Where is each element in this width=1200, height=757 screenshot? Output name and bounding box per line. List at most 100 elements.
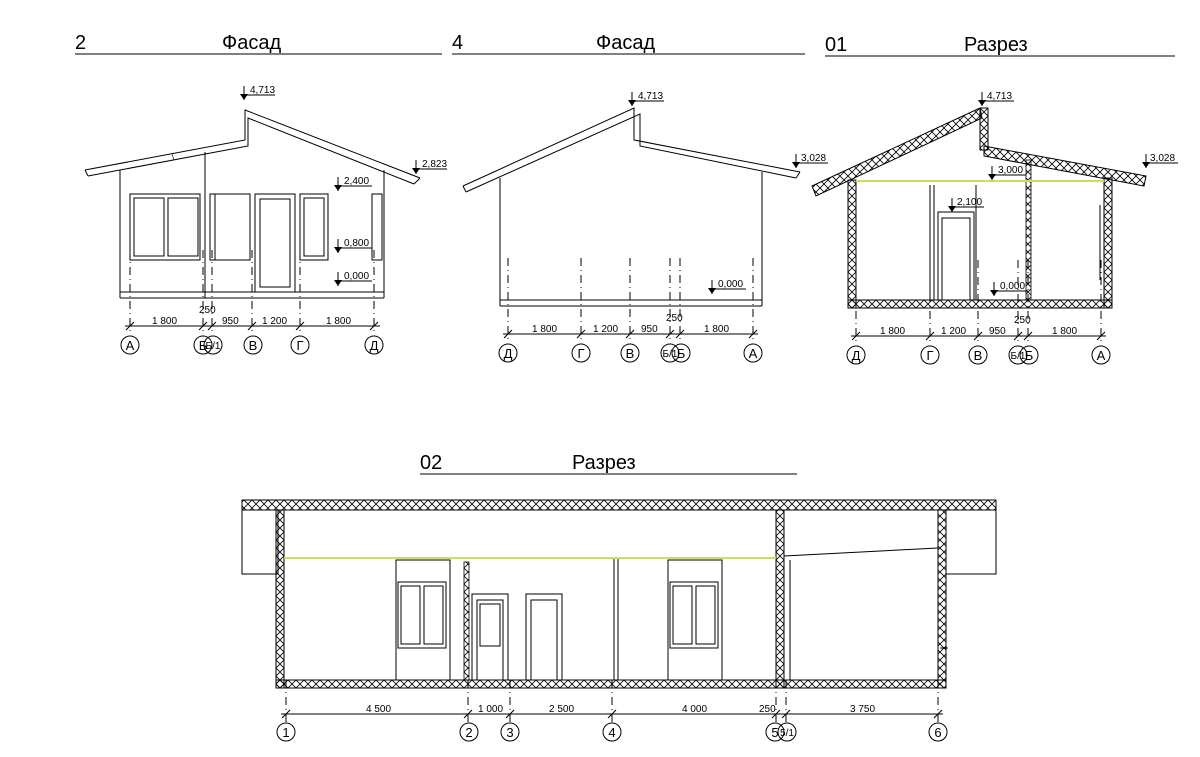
elevation-label: 4,713	[250, 85, 275, 96]
axis-label: 1	[282, 725, 289, 740]
axis-bubble	[364, 335, 384, 355]
roof-section	[811, 107, 1147, 197]
elevation-marks: 4,713 2,823 2,400 0,800 0,000	[240, 85, 447, 286]
axis-label: Б	[1025, 348, 1034, 363]
view-facade-2: 2 Фасад	[75, 32, 447, 355]
roof	[84, 109, 421, 185]
axis-label: Д	[852, 348, 861, 363]
dim-label: 3 750	[850, 704, 875, 715]
dim-label: 1 200	[593, 324, 618, 335]
axis-label: Б/1	[1011, 351, 1026, 362]
axis-label: 6	[934, 725, 941, 740]
window-left	[395, 559, 451, 681]
window-right	[667, 559, 723, 681]
dim-label: 250	[759, 704, 776, 715]
walls-section	[847, 159, 1113, 309]
elevation-label: 3,000	[998, 165, 1023, 176]
elevation-marks: 4,713 3,028 0,000	[628, 91, 828, 294]
door	[254, 193, 296, 293]
view-facade-4: 4 Фасад 4,713 3,028 0,000	[452, 32, 828, 363]
axis-bubbles: 1 2 3 4 5 5/1 6	[276, 722, 948, 742]
view-title: Разрез	[964, 34, 1028, 56]
dim-label: 950	[222, 316, 239, 327]
axis-bubbles: А Б Б/1 В Г Д	[120, 335, 384, 355]
dimension-line: 1 800 1 200 950 250 1 800	[503, 313, 758, 339]
elevation-marks: 4,713 3,028 3,000 2,100 0,000	[948, 91, 1178, 296]
axis-lines	[285, 680, 939, 724]
axis-label: А	[1097, 348, 1106, 363]
axis-label: Б	[677, 346, 686, 361]
view-number: 01	[825, 34, 847, 56]
walls-section	[275, 509, 948, 689]
axis-bubbles: Д Г В Б/1 Б А	[498, 343, 763, 363]
axis-bubble	[193, 335, 213, 355]
dim-label: 1 800	[880, 326, 905, 337]
axis-label: Б/1	[206, 341, 221, 352]
axis-label: В	[249, 338, 258, 353]
view-title: Фасад	[596, 32, 655, 54]
dim-label: 1 800	[704, 324, 729, 335]
view-number: 2	[75, 32, 86, 54]
view-title: Разрез	[572, 452, 636, 474]
axis-label: Г	[296, 338, 303, 353]
dim-label: 950	[641, 324, 658, 335]
axis-label: Г	[926, 348, 933, 363]
elevation-label: 4,713	[638, 91, 663, 102]
dim-label: 1 800	[326, 316, 351, 327]
walls	[499, 172, 763, 307]
dim-label: 250	[199, 305, 216, 316]
axis-label: 3	[506, 725, 513, 740]
elevation-label: 2,100	[957, 197, 982, 208]
view-number: 02	[420, 452, 442, 474]
view-number: 4	[452, 32, 463, 54]
elevation-label: 3,028	[801, 153, 826, 164]
axis-label: 4	[608, 725, 615, 740]
elevation-label: 2,400	[344, 176, 369, 187]
dim-label: 1 200	[941, 326, 966, 337]
axis-label: 2	[465, 725, 472, 740]
dimension-line: 1 800 250 950 1 200 1 800	[125, 305, 380, 331]
roof-slab	[241, 499, 997, 575]
axis-label: Г	[577, 346, 584, 361]
elevation-label: 2,823	[422, 159, 447, 170]
dim-label: 1 800	[152, 316, 177, 327]
view-title: Фасад	[222, 32, 281, 54]
axis-bubble	[120, 335, 140, 355]
window-left	[129, 193, 201, 261]
axis-label: 5/1	[780, 728, 794, 739]
axis-lines	[855, 260, 1102, 344]
window-right	[299, 193, 383, 261]
dim-label: 1 200	[262, 316, 287, 327]
window-mid	[209, 193, 251, 261]
view-section-02: 02 Разрез	[241, 452, 997, 742]
dim-label: 4 000	[682, 704, 707, 715]
dim-label: 4 500	[366, 704, 391, 715]
axis-label: Б/1	[663, 349, 678, 360]
elevation-label: 4,713	[987, 91, 1012, 102]
axis-lines	[507, 258, 754, 342]
elevation-label: 3,028	[1150, 153, 1175, 164]
axis-bubble	[290, 335, 310, 355]
dim-label: 1 800	[1052, 326, 1077, 337]
door-section	[937, 211, 975, 301]
dim-label: 250	[1014, 315, 1031, 326]
dimension-line: 4 500 1 000 2 500 4 000 250 3 750	[281, 704, 943, 719]
axis-bubble	[243, 335, 263, 355]
axis-label: Б	[199, 338, 208, 353]
axis-bubbles: Д Г В Б/1 Б А	[846, 345, 1111, 365]
roof	[462, 107, 801, 193]
elevation-label: 0,800	[344, 238, 369, 249]
axis-label: А	[749, 346, 758, 361]
dimension-line: 1 800 1 200 950 250 1 800	[851, 315, 1106, 341]
dim-label: 950	[989, 326, 1006, 337]
dim-label: 2 500	[549, 704, 574, 715]
axis-label: В	[626, 346, 635, 361]
dim-label: 1 000	[478, 704, 503, 715]
axis-lines	[129, 250, 375, 334]
elevation-label: 0,000	[718, 279, 743, 290]
view-section-01: 01 Разрез 4,713 3	[811, 34, 1178, 365]
dim-label: 250	[666, 313, 683, 324]
elevation-label: 0,000	[1000, 281, 1025, 292]
axis-label: Д	[504, 346, 513, 361]
axis-label: В	[974, 348, 983, 363]
